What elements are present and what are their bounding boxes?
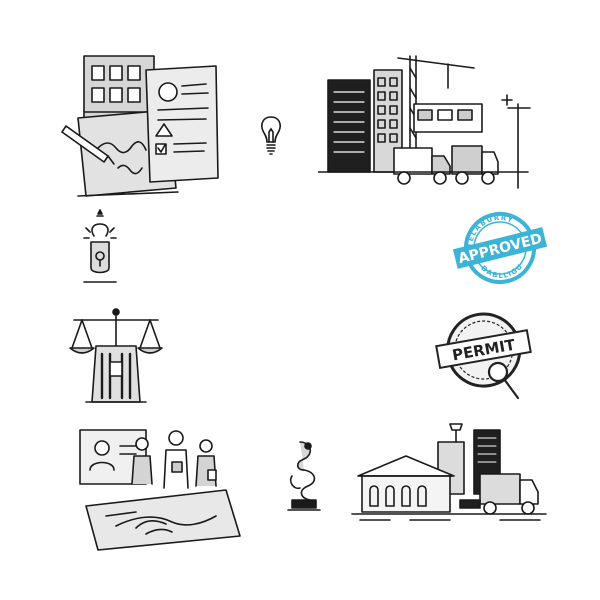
scales-of-justice-illustration [69,308,163,403]
team-handshake-illustration [79,429,241,551]
permit-stamp: PERMIT [435,312,532,400]
documents-building-illustration [61,55,219,197]
magnifier-icon [487,361,520,400]
idea-hand-icon [83,209,117,283]
city-construction-illustration [318,55,531,189]
town-hall-truck-illustration [351,423,547,521]
approved-stamp: TELABURRY DABLLIGU APPROVED [452,210,548,285]
trophy-icon [287,441,321,511]
lightbulb-icon [261,116,281,155]
